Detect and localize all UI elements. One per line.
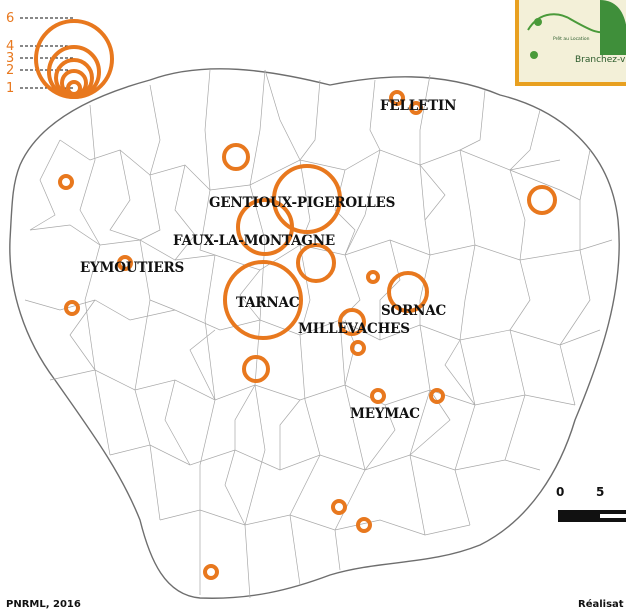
commune-boundaries bbox=[24, 69, 613, 599]
legend: 6 4 3 2 1 bbox=[6, 11, 114, 99]
marker-faux bbox=[236, 198, 294, 256]
marker-meymac bbox=[370, 388, 386, 404]
marker-south-3 bbox=[203, 564, 219, 580]
logo-plug-icon bbox=[534, 18, 542, 26]
marker-tarnac bbox=[223, 260, 303, 340]
legend-circle-1 bbox=[66, 80, 82, 96]
legend-value-2: 2 bbox=[6, 63, 14, 78]
marker-south-2 bbox=[356, 517, 372, 533]
town-label-meymac: MEYMAC bbox=[350, 406, 420, 422]
markers bbox=[58, 90, 557, 580]
footer-source: PNRML, 2016 bbox=[6, 599, 81, 609]
marker-south-1 bbox=[331, 499, 347, 515]
marker-east-big bbox=[527, 185, 557, 215]
town-label-millevaches: MILLEVACHES bbox=[298, 321, 410, 337]
town-label-gentioux-pigerolles: GENTIOUX-PIGEROLLES bbox=[209, 195, 395, 211]
legend-value-4: 4 bbox=[6, 39, 14, 54]
marker-west-1 bbox=[58, 174, 74, 190]
marker-sornac bbox=[387, 271, 429, 313]
marker-millevaches bbox=[338, 308, 366, 336]
marker-north bbox=[222, 143, 250, 171]
footer-credit: Réalisat bbox=[578, 598, 624, 609]
legend-value-1: 1 bbox=[6, 81, 14, 96]
town-label-tarnac: TARNAC bbox=[236, 295, 300, 311]
marker-west-2 bbox=[64, 300, 80, 316]
marker-gentioux bbox=[272, 164, 342, 234]
logo-small-text: Prêt au Location bbox=[553, 35, 590, 42]
logo: Prêt au Location Branchez-v bbox=[515, 0, 626, 86]
marker-felletin bbox=[389, 90, 405, 106]
town-label-sornac: SORNAC bbox=[381, 303, 447, 319]
marker-felletin-2 bbox=[409, 101, 423, 115]
scale-bar: 0 5 bbox=[556, 485, 626, 522]
legend-value-3: 3 bbox=[6, 51, 14, 66]
scale-label-0: 0 bbox=[556, 485, 564, 499]
town-labels: FELLETIN GENTIOUX-PIGEROLLES FAUX-LA-MON… bbox=[80, 98, 456, 422]
scale-label-5: 5 bbox=[596, 485, 604, 499]
marker-eymoutiers bbox=[117, 255, 133, 271]
town-label-felletin: FELLETIN bbox=[380, 98, 456, 114]
marker-center bbox=[296, 243, 336, 283]
marker-millevaches-2 bbox=[350, 340, 366, 356]
territory-outline bbox=[9, 68, 620, 599]
legend-value-6: 6 bbox=[6, 11, 14, 26]
marker-south-tarnac bbox=[242, 355, 270, 383]
town-label-faux-la-montagne: FAUX-LA-MONTAGNE bbox=[173, 233, 335, 249]
marker-meymac-east bbox=[429, 388, 445, 404]
logo-leaf-icon bbox=[530, 51, 538, 59]
logo-caption: Branchez-v bbox=[575, 55, 626, 65]
marker-east-1 bbox=[366, 270, 380, 284]
town-label-eymoutiers: EYMOUTIERS bbox=[80, 260, 184, 276]
